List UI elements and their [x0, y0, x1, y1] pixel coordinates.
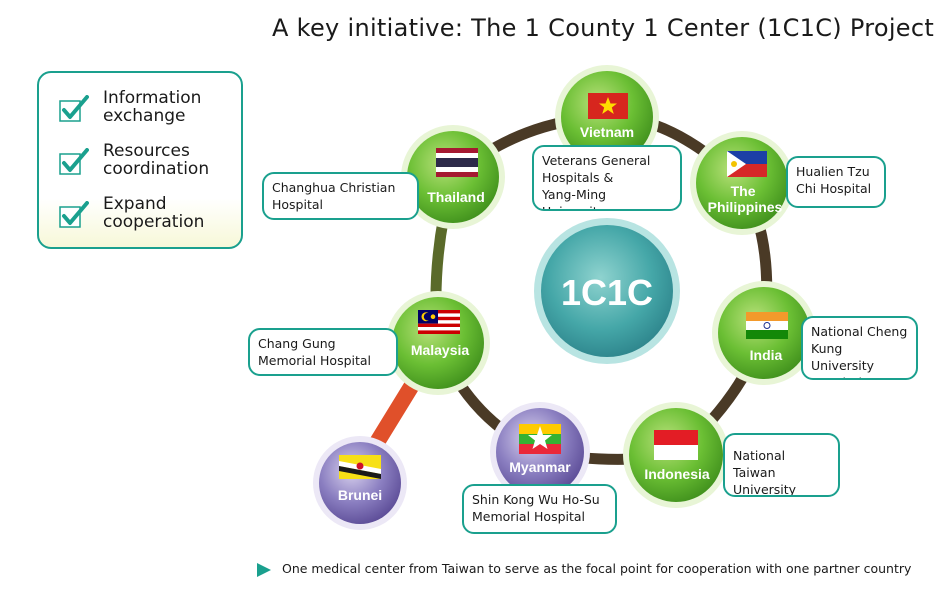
- brunei-flag-icon: [339, 455, 381, 479]
- partner-box-malaysia: Chang Gung Memorial Hospital: [248, 328, 398, 376]
- country-node-india: India: [712, 281, 816, 385]
- checkmark-icon: [59, 148, 89, 175]
- country-node-indonesia: Indonesia: [623, 402, 729, 508]
- objective-label: Resources coordination: [103, 141, 210, 179]
- play-triangle-icon: [257, 563, 271, 577]
- country-node-malaysia: Malaysia: [386, 291, 490, 395]
- indonesia-flag-icon: [654, 430, 698, 460]
- country-node-thailand: Thailand: [401, 125, 505, 229]
- country-node-philippines: The Philippines: [690, 131, 794, 235]
- philippines-flag-icon: [727, 151, 767, 177]
- myanmar-flag-icon: [519, 424, 561, 454]
- objectives-box: Information exchange Resources coordinat…: [37, 71, 243, 249]
- footer-note: One medical center from Taiwan to serve …: [256, 560, 926, 580]
- country-label-line: The: [731, 183, 756, 199]
- partner-box-thailand: Changhua Christian Hospital: [262, 172, 419, 220]
- partner-box-myanmar: Shin Kong Wu Ho-Su Memorial Hospital: [462, 484, 617, 534]
- checkmark-icon: [59, 201, 89, 228]
- thailand-flag-icon: [436, 148, 478, 177]
- objective-item: Resources coordination: [59, 142, 239, 186]
- country-label: Vietnam: [580, 124, 634, 140]
- checkmark-icon: [59, 95, 89, 122]
- country-label: Malaysia: [411, 342, 470, 358]
- country-label: India: [750, 347, 783, 363]
- country-label-line: Philippines: [708, 199, 783, 215]
- india-flag-icon: [746, 312, 788, 339]
- footer-text: One medical center from Taiwan to serve …: [282, 561, 912, 576]
- objective-label: Expand cooperation: [103, 194, 205, 232]
- page-title: A key initiative: The 1 County 1 Center …: [272, 14, 935, 42]
- partner-box-philippines: Hualien Tzu Chi Hospital: [786, 156, 886, 208]
- center-label: 1C1C: [561, 272, 653, 313]
- objective-item: Expand cooperation: [59, 195, 239, 239]
- malaysia-flag-icon: [418, 310, 460, 334]
- vietnam-flag-icon: [588, 93, 628, 119]
- partner-box-india: National Cheng Kung University Hospital: [801, 316, 918, 380]
- country-node-vietnam: Vietnam: [555, 65, 659, 169]
- country-label: The Philippines: [708, 183, 783, 215]
- country-label: Myanmar: [509, 459, 571, 475]
- objective-item: Information exchange: [59, 89, 239, 133]
- country-node-myanmar: Myanmar: [490, 402, 590, 502]
- country-label: Brunei: [338, 487, 382, 503]
- center-node: 1C1C: [534, 218, 680, 364]
- country-label: Indonesia: [644, 466, 710, 482]
- country-node-brunei: Brunei: [313, 436, 407, 530]
- partner-box-vietnam: Veterans General Hospitals & Yang-Ming U…: [532, 145, 682, 211]
- partner-box-indonesia: National Taiwan University: [723, 433, 840, 497]
- country-label: Thailand: [427, 189, 485, 205]
- objective-label: Information exchange: [103, 88, 202, 126]
